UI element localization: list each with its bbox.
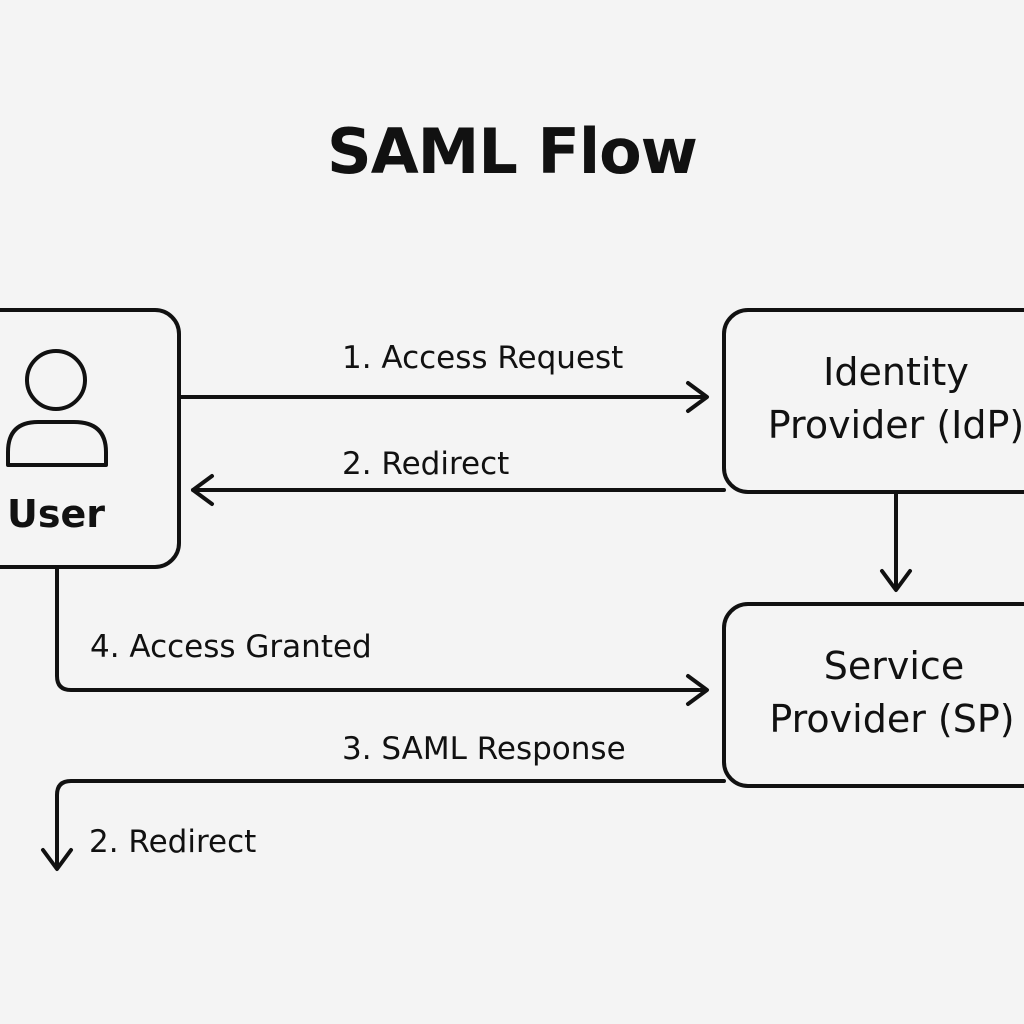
label-redirect-to-user: 2. Redirect — [342, 446, 509, 482]
idp-box — [722, 308, 1024, 494]
label-access-request: 1. Access Request — [342, 340, 623, 376]
sp-label-line2: Provider (SP) — [769, 697, 1014, 741]
sp-label-line1: Service — [824, 644, 964, 688]
edge-access-granted: 4. Access Granted — [55, 567, 709, 706]
edge-saml-response: 3. SAML Response 2. Redirect — [41, 731, 726, 871]
arrowhead-down-icon — [880, 569, 912, 592]
user-icon — [6, 349, 108, 467]
idp-node: Identity Provider (IdP) — [722, 308, 1024, 494]
arrowhead-right-icon — [686, 674, 709, 706]
sp-box — [722, 602, 1024, 788]
arrowhead-down-icon — [41, 848, 73, 871]
arrowhead-right-icon — [686, 381, 709, 413]
user-box — [0, 308, 181, 569]
label-saml-response: 3. SAML Response — [342, 731, 626, 767]
user-label: User — [7, 492, 105, 536]
idp-label-line1: Identity — [823, 350, 969, 394]
sp-node: Service Provider (SP) — [722, 602, 1024, 788]
label-redirect-down: 2. Redirect — [89, 824, 256, 860]
label-access-granted: 4. Access Granted — [90, 629, 372, 665]
edge-access-request: 1. Access Request — [179, 340, 709, 413]
arrowhead-left-icon — [191, 474, 214, 506]
edge-redirect-to-user: 2. Redirect — [191, 446, 726, 506]
diagram-title: SAML Flow — [327, 115, 698, 188]
idp-label-line2: Provider (IdP) — [768, 403, 1024, 447]
edge-idp-to-sp — [880, 492, 912, 592]
user-node: User — [0, 308, 181, 569]
